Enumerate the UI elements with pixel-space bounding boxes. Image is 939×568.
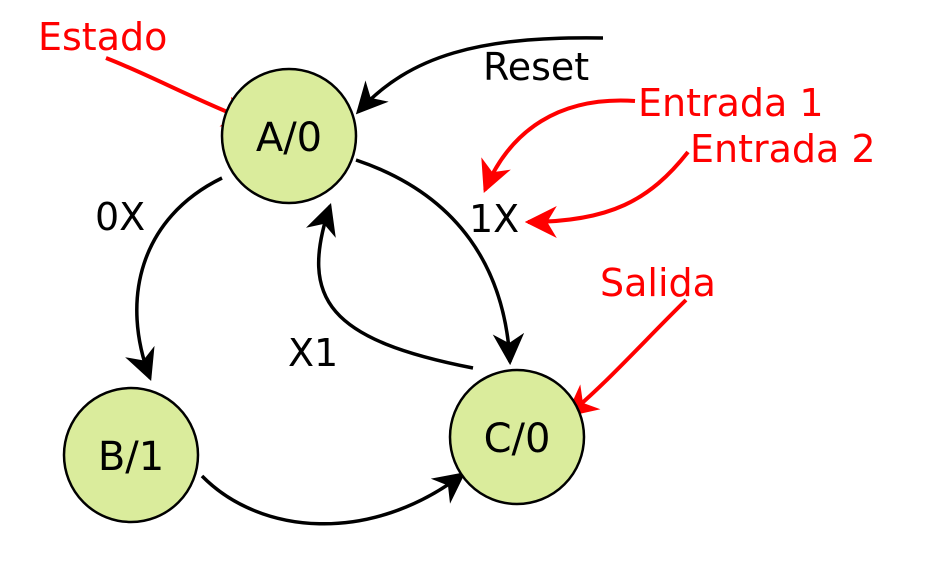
annotation-arrow-input1 xyxy=(481,98,636,193)
annotation-entrada-2: Entrada 2 xyxy=(690,127,876,171)
edge-reset-to-a xyxy=(355,36,604,115)
transition-label-a-to-c: 1X xyxy=(469,197,519,241)
state-b-circle xyxy=(62,386,200,524)
state-a-label: A/0 xyxy=(256,115,322,161)
annotation-arrow-output xyxy=(565,298,688,418)
edge-c-to-a xyxy=(305,203,474,370)
annotation-salida: Salida xyxy=(600,261,716,305)
state-c-circle xyxy=(448,368,586,506)
state-a-circle xyxy=(220,67,358,205)
edge-b-to-c xyxy=(200,472,466,526)
annotation-estado: Estado xyxy=(38,15,167,59)
edge-a-to-c xyxy=(355,158,525,366)
transition-label-c-to-a: X1 xyxy=(288,331,338,375)
edge-a-to-b xyxy=(125,176,223,381)
state-c-label: C/0 xyxy=(484,416,551,462)
state-b-label: B/1 xyxy=(98,434,164,480)
transition-label-a-to-b: 0X xyxy=(95,195,145,239)
state-c: C/0 xyxy=(448,368,586,506)
transition-label-reset: Reset xyxy=(483,45,589,89)
annotation-arrow-input2 xyxy=(524,150,690,238)
state-a: A/0 xyxy=(220,67,358,205)
annotation-entrada-1: Entrada 1 xyxy=(638,81,824,125)
state-b: B/1 xyxy=(62,386,200,524)
